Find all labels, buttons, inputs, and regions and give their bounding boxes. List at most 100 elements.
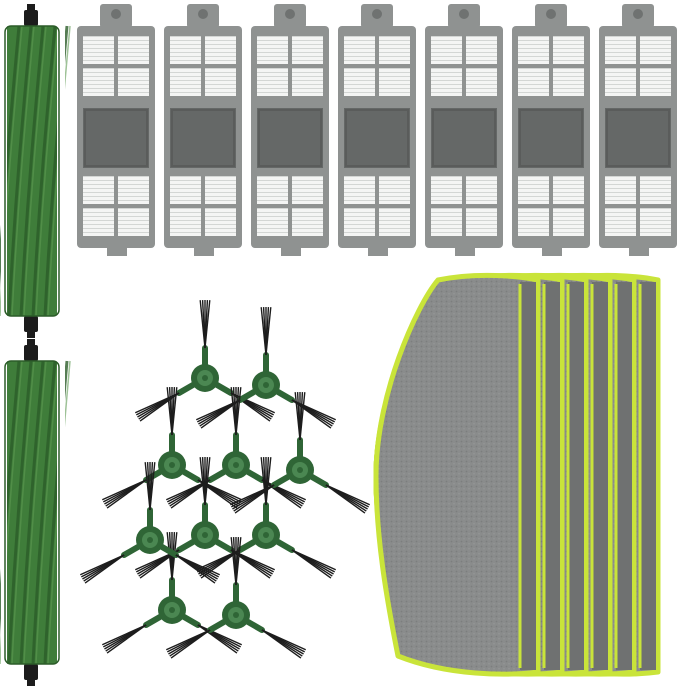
- brush-bristle: [165, 629, 211, 651]
- brush-hub-screw: [263, 382, 269, 388]
- filter-pleat-cell: [466, 68, 497, 96]
- roller-fin: [0, 25, 21, 289]
- filter-pleat-cell: [205, 208, 236, 236]
- filter-pleat-cell: [344, 36, 375, 64]
- roller-fin: [31, 360, 57, 665]
- filter-pleat-cell: [83, 36, 114, 64]
- main-roller-brush: [0, 4, 71, 338]
- filter-pleat-cell: [431, 36, 462, 64]
- filter-center-bevel: [171, 109, 235, 167]
- filter-pleat-cell: [518, 208, 549, 236]
- filter-bottom-tab: [542, 246, 562, 256]
- filter-tab-hole: [459, 9, 469, 19]
- filter-pleat-cell: [431, 176, 462, 204]
- brush-bristle: [235, 537, 242, 586]
- filter-pleat-cell: [257, 68, 288, 96]
- mop-pad-strip: [592, 282, 610, 670]
- mop-pad-body: [373, 272, 541, 677]
- side-brush: [229, 392, 371, 514]
- filter-center-bevel: [345, 109, 409, 167]
- mop-pad-strip: [568, 282, 586, 670]
- roller-edge-mask: [1, 359, 7, 666]
- filter-pleat-cell: [205, 176, 236, 204]
- brush-bristle: [204, 300, 211, 349]
- roller-fin: [19, 25, 45, 317]
- filter-pleat-cell: [379, 176, 410, 204]
- filter-pleat-cell: [379, 36, 410, 64]
- roller-fin-highlight: [11, 360, 35, 665]
- hepa-filter: [599, 4, 677, 256]
- roller-fin-highlight: [35, 360, 59, 665]
- filter-bottom-tab: [455, 246, 475, 256]
- filter-pleat-cell: [344, 176, 375, 204]
- hepa-filter: [425, 4, 503, 256]
- filter-pleat-cell: [518, 68, 549, 96]
- filter-tab-hole: [111, 9, 121, 19]
- roller-edge-mask: [57, 24, 65, 318]
- roller-axle: [27, 4, 35, 12]
- filter-pleat-cell: [553, 36, 584, 64]
- filter-pleat-cell: [553, 176, 584, 204]
- roller-end-cap: [24, 664, 38, 680]
- filter-tab-hole: [546, 9, 556, 19]
- brush-bristle: [265, 307, 272, 356]
- roller-fin-highlight: [35, 25, 59, 317]
- filter-pleat-cell: [83, 176, 114, 204]
- hepa-filter: [164, 4, 242, 256]
- side-brush: [195, 307, 337, 429]
- filter-bottom-tab: [629, 246, 649, 256]
- filter-pleat-cell: [205, 36, 236, 64]
- filter-pleat-cell: [118, 68, 149, 96]
- filter-pleat-cell: [118, 36, 149, 64]
- filter-pleat-cell: [292, 208, 323, 236]
- brush-bristle: [149, 462, 156, 511]
- filter-tab-hole: [372, 9, 382, 19]
- filter-pleat-cell: [466, 36, 497, 64]
- brush-hub-screw: [233, 612, 239, 618]
- roller-axle: [27, 339, 35, 347]
- brush-hub-screw: [233, 462, 239, 468]
- filter-pleat-cell: [379, 68, 410, 96]
- side-brush: [101, 387, 243, 509]
- filter-center-bevel: [519, 109, 583, 167]
- brush-bristle: [101, 479, 147, 501]
- filter-pleat-cell: [640, 208, 671, 236]
- filter-center-window: [83, 108, 149, 168]
- side-brush: [101, 532, 243, 654]
- mop-pad-strip: [640, 282, 658, 670]
- filter-pleat-cell: [292, 176, 323, 204]
- side-brush: [195, 457, 337, 579]
- brush-hub-screw: [202, 532, 208, 538]
- filter-pleat-cell: [605, 68, 636, 96]
- filter-pleat-cell: [466, 176, 497, 204]
- roller-fin: [19, 360, 45, 665]
- brush-hub-screw: [202, 375, 208, 381]
- filter-pleat-cell: [553, 68, 584, 96]
- filter-pleat-cell: [170, 36, 201, 64]
- filter-pleat-cell: [431, 208, 462, 236]
- filter-pleat-cell: [344, 208, 375, 236]
- mop-pad-strip: [520, 282, 538, 670]
- filter-bottom-tab: [107, 246, 127, 256]
- filter-pleat-cell: [518, 36, 549, 64]
- filter-tab-hole: [285, 9, 295, 19]
- brush-hub-screw: [169, 607, 175, 613]
- brush-bristle: [171, 387, 178, 436]
- filter-pleat-cell: [118, 208, 149, 236]
- filter-pleat-cell: [344, 68, 375, 96]
- roller-axle: [27, 330, 35, 338]
- filter-pleat-cell: [605, 208, 636, 236]
- filter-pleat-cell: [292, 36, 323, 64]
- filter-pleat-cell: [257, 208, 288, 236]
- filter-pleat-cell: [640, 36, 671, 64]
- main-roller-brush: [0, 339, 71, 686]
- mop-pad-strip: [616, 282, 634, 670]
- brush-bristle: [325, 484, 366, 514]
- side-brush: [134, 300, 276, 422]
- roller-fin: [0, 360, 21, 636]
- brush-bristle: [235, 387, 242, 436]
- filter-bottom-tab: [194, 246, 214, 256]
- side-brush: [165, 387, 307, 509]
- filter-pleat-cell: [605, 176, 636, 204]
